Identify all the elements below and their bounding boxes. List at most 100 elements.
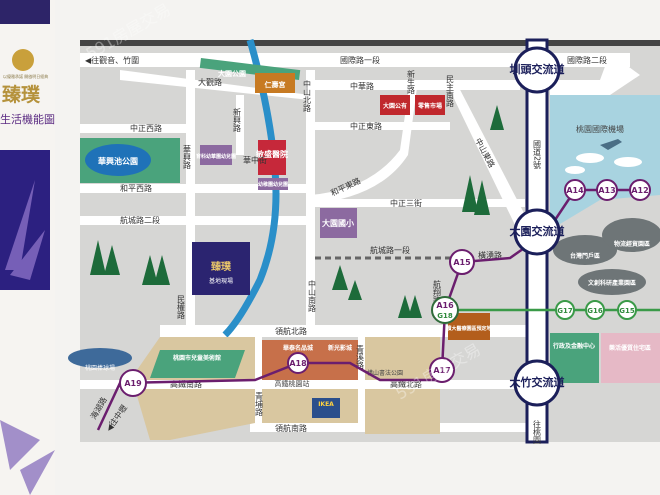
temple-block — [255, 73, 295, 93]
medical-label: 濱大醫療園區預定地 — [446, 325, 491, 332]
freeway-label: 國道2號 — [533, 140, 542, 170]
station-A18: A18 — [287, 352, 309, 374]
interchange-jiantou: 圳頭交流道 — [510, 46, 565, 94]
road-label: 青埔路 — [255, 391, 264, 416]
station-A13: A13 — [596, 179, 618, 201]
road-label: 青溪路 — [356, 344, 365, 369]
road-label: 和平西路 — [120, 183, 152, 193]
brand-logo-icon — [12, 49, 34, 71]
svg-text:G18: G18 — [437, 312, 453, 320]
ikea-label: IKEA — [318, 401, 334, 408]
svg-text:A19: A19 — [124, 379, 142, 388]
to-taoyuan-label: 往桃園 — [533, 419, 542, 445]
culture-label: 文創科研產業園區 — [587, 279, 636, 287]
kindergarten-label: 幼稚園幼兒園 — [258, 181, 288, 188]
station-G15: G15 — [617, 300, 637, 320]
market-label-2: 零售市場 — [417, 102, 442, 110]
svg-text:A18: A18 — [289, 359, 307, 368]
site-block — [192, 242, 250, 295]
road-label: 中正東路 — [350, 121, 382, 131]
road-label: 中山南路 — [308, 279, 317, 312]
station-G17: G17 — [555, 300, 575, 320]
road-label: 新興路 — [233, 107, 242, 132]
station-A15: A15 — [449, 249, 475, 275]
road-label: 華興路 — [183, 144, 192, 169]
daguan-park-label: 大園公園 — [218, 69, 246, 78]
svg-text:A15: A15 — [453, 258, 471, 267]
road-label: 國際路一段 — [340, 55, 380, 65]
brand-tagline: 以優雅承諾 開啟明日經典 — [3, 73, 48, 79]
art-museum-label: 桃園市兒童美術館 — [173, 354, 221, 362]
road-label: 國際路二段 — [567, 55, 607, 65]
svg-text:A13: A13 — [598, 186, 615, 195]
cinema-label: 新光影城 — [328, 344, 352, 352]
calligraphy-label: 橫山書法公園 — [367, 369, 403, 377]
road-label: 高鐵南路 — [170, 379, 202, 389]
gateway-label: 台灣門戶區 — [570, 252, 600, 260]
site-name: 臻璞 — [211, 260, 232, 273]
road-label: 領航北路 — [275, 326, 307, 336]
station-A17: A17 — [429, 357, 455, 383]
road-label: 航城路一段 — [370, 245, 410, 255]
road-label: 中華路 — [350, 81, 374, 91]
interchange-label: 圳頭交流道 — [510, 62, 565, 76]
road-label: 領航南路 — [275, 423, 307, 433]
station-A12: A12 — [629, 179, 651, 201]
hospital-label: 敏盛醫院 — [255, 149, 288, 159]
school-label: 大園國小 — [322, 218, 354, 228]
baseball-label: 桃園棒球場 — [85, 364, 115, 372]
interchange-dazhu: 大竹交流道 — [510, 359, 565, 407]
airplane-icon — [600, 139, 622, 150]
svg-text:A14: A14 — [566, 186, 584, 195]
finance-label: 行政及金融中心 — [552, 342, 595, 350]
road-label: 高鐵北路 — [390, 379, 422, 389]
interchange-label: 大園交流道 — [510, 224, 565, 238]
svg-text:A12: A12 — [631, 186, 648, 195]
glory-mall-label: 華泰名品城 — [283, 344, 313, 352]
road-label: 橫湧路 — [478, 250, 502, 260]
road-label: ◀往觀音、竹圍 — [85, 55, 139, 65]
hospital-block — [258, 140, 286, 175]
hsr-label: 高鐵桃園站 — [275, 379, 310, 388]
housing-label: 樂活優質住宅區 — [609, 344, 651, 352]
brand-subtitle: 生活機能圖 — [0, 112, 55, 126]
road-label: 華中街 — [243, 155, 267, 165]
svg-text:A17: A17 — [433, 366, 450, 375]
tree-icons — [90, 105, 504, 318]
road-label: 航城路二段 — [120, 215, 160, 225]
svg-text:A16: A16 — [436, 301, 454, 310]
kindergarten-label: 育科幼華園幼兒園 — [196, 153, 236, 160]
road-label: 新生路 — [407, 69, 416, 94]
svg-text:G17: G17 — [557, 307, 573, 315]
station-A14: A14 — [564, 179, 586, 201]
temple-label: 仁壽宮 — [265, 80, 286, 89]
road-label: 中正三街 — [390, 198, 422, 208]
road-label: 航翔路 — [433, 279, 442, 304]
flower-decoration-icon — [5, 180, 45, 280]
airport-label: 桃園國際機場 — [576, 124, 624, 134]
river — [222, 39, 280, 338]
interchange-label: 大竹交流道 — [510, 375, 565, 389]
interchange-dayuan: 大園交流道 — [510, 208, 565, 256]
market-label-1: 大園公有 — [383, 102, 407, 110]
logistics-label: 物流經貿園區 — [614, 240, 650, 248]
road-label: 民主南路 — [446, 75, 455, 107]
market-block — [380, 95, 410, 115]
station-A19: A19 — [119, 369, 147, 397]
brand-name: 臻璞 — [2, 83, 41, 106]
gateway-zone — [553, 235, 617, 265]
svg-text:G16: G16 — [587, 307, 603, 315]
road-label: 大觀路 — [198, 77, 222, 87]
road-label: 中山北路 — [303, 79, 312, 112]
baseball-stadium — [68, 348, 132, 368]
station-G16: G16 — [585, 300, 605, 320]
brand-panel: 以優雅承諾 開啟明日經典 臻璞 生活機能圖 — [0, 0, 55, 495]
site-label: 基地現場 — [209, 277, 233, 285]
road-label: 民權路 — [177, 295, 186, 319]
art-museum-block — [150, 350, 245, 378]
road-label: 中正西路 — [130, 123, 162, 133]
school-block — [320, 208, 357, 238]
huaxing-park-label: 華興池公園 — [98, 156, 138, 166]
